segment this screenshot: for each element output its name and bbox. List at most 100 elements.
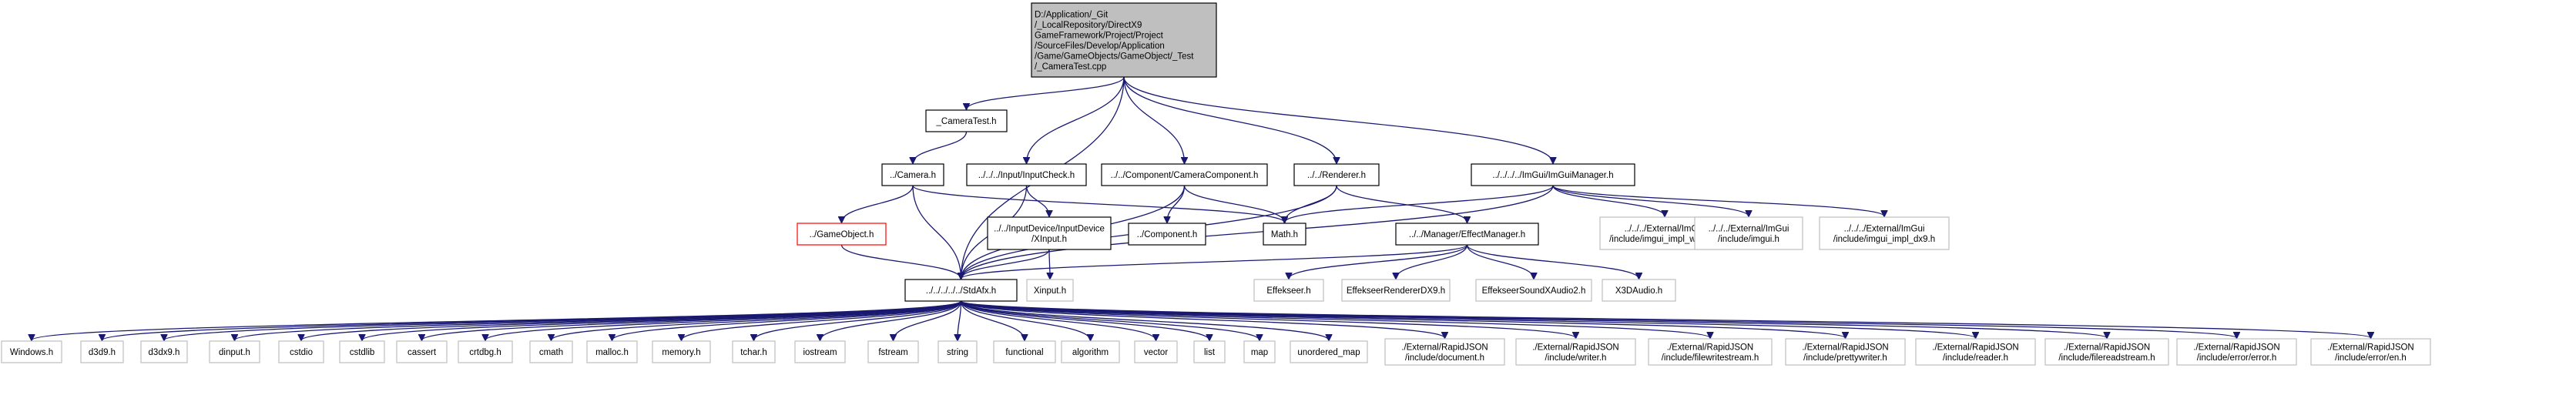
node-label: /include/error/error.h	[2197, 353, 2277, 363]
node-rj-en-h[interactable]: ./External/RapidJSON/include/error/en.h	[2310, 338, 2431, 366]
node-list[interactable]: list	[1193, 340, 1226, 363]
node-cstdio[interactable]: cstdio	[278, 340, 324, 363]
node-component-h[interactable]: ../Component.h	[1128, 223, 1206, 246]
node-xinput-h[interactable]: Xinput.h	[1026, 279, 1074, 302]
node-cameracomponent-h[interactable]: ../../Component/CameraComponent.h	[1101, 163, 1268, 186]
node-memory-h[interactable]: memory.h	[652, 340, 711, 363]
edge-stdafx_h-to-algorithm	[960, 300, 1091, 340]
node-string[interactable]: string	[937, 340, 978, 363]
node-crtdbg-h[interactable]: crtdbg.h	[458, 340, 513, 363]
node-inputcheck-h[interactable]: ../../../Input/InputCheck.h	[966, 163, 1087, 186]
node-box	[1290, 340, 1368, 363]
node-iostream[interactable]: iostream	[794, 340, 846, 363]
node-imgui-dx9-h[interactable]: ../../../External/ImGui/include/imgui_im…	[1819, 216, 1950, 250]
edge-stdafx_h-to-rj_en_h	[960, 300, 2371, 338]
edge-root-to-imguimanager_h	[1123, 76, 1553, 163]
node-d3dx9-h[interactable]: d3dx9.h	[140, 340, 188, 363]
edge-cameracomponent_h-to-math_h	[1183, 185, 1285, 223]
edge-stdafx_h-to-cmath	[552, 300, 962, 340]
node-label: /Game/GameObjects/GameObject/_Test	[1035, 52, 1194, 61]
node-box	[966, 163, 1087, 186]
node-windows-h[interactable]: Windows.h	[1, 340, 62, 363]
node-box	[1193, 340, 1226, 363]
node-dinput-h[interactable]: dinput.h	[209, 340, 260, 363]
node-label: ./External/RapidJSON	[2064, 343, 2151, 352]
edge-effectmanager_h-to-effekseer_h	[1289, 244, 1468, 279]
node-box	[652, 340, 711, 363]
node-box	[1819, 216, 1950, 250]
node-xinput-dev-h[interactable]: ../../InputDevice/InputDevice/XInput.h	[987, 216, 1112, 250]
node-label: vector	[1144, 348, 1168, 357]
node-effectmanager-h[interactable]: ../../Manager/EffectManager.h	[1395, 223, 1539, 246]
node-effekseerdx9-h[interactable]: EffekseerRendererDX9.h	[1341, 279, 1451, 302]
node-rj-reader-h[interactable]: ./External/RapidJSON/include/reader.h	[1915, 338, 2036, 366]
node-box	[937, 340, 978, 363]
node-label: fstream	[878, 348, 907, 357]
node-effekseer-h[interactable]: Effekseer.h	[1253, 279, 1324, 302]
edge-cameratest_h-to-camera_h	[913, 131, 968, 163]
node-renderer-h[interactable]: ../../Renderer.h	[1293, 163, 1380, 186]
node-label: algorithm	[1072, 348, 1109, 357]
edge-imguimanager_h-to-math_h	[1285, 185, 1554, 223]
edge-imguimanager_h-to-imgui_win32_h	[1552, 185, 1665, 216]
node-box	[1395, 223, 1539, 246]
node-box	[140, 340, 188, 363]
node-imguimanager-h[interactable]: ../../../../ImGui/ImGuiManager.h	[1471, 163, 1635, 186]
node-label: Windows.h	[10, 348, 53, 357]
node-camera-h[interactable]: ../Camera.h	[881, 163, 944, 186]
node-tchar-h[interactable]: tchar.h	[732, 340, 776, 363]
edge-stdafx_h-to-memory_h	[682, 300, 962, 340]
node-malloc-h[interactable]: malloc.h	[586, 340, 638, 363]
node-label: ./External/RapidJSON	[1802, 343, 1889, 352]
node-box	[881, 163, 944, 186]
node-cmath[interactable]: cmath	[529, 340, 573, 363]
node-box	[1471, 163, 1635, 186]
node-label: Math.h	[1271, 230, 1298, 239]
edge-stdafx_h-to-list	[960, 300, 1210, 340]
node-box	[1341, 279, 1451, 302]
node-algorithm[interactable]: algorithm	[1061, 340, 1120, 363]
node-gameobject-h[interactable]: ../GameObject.h	[797, 223, 887, 246]
node-label: /include/imgui_impl_win32.h	[1609, 235, 1720, 244]
node-rj-error-h[interactable]: ./External/RapidJSON/include/error/error…	[2176, 338, 2297, 366]
node-rj-filereadstream-h[interactable]: ./External/RapidJSON/include/filereadstr…	[2044, 338, 2169, 366]
node-box	[2176, 338, 2297, 366]
node-cassert[interactable]: cassert	[396, 340, 448, 363]
node-label: /_LocalRepository/DirectX9	[1035, 21, 1142, 30]
node-vector[interactable]: vector	[1134, 340, 1178, 363]
node-fstream[interactable]: fstream	[867, 340, 919, 363]
node-rj-prettywriter-h[interactable]: ./External/RapidJSON/include/prettywrite…	[1785, 338, 1906, 366]
node-imgui-h[interactable]: ../../../External/ImGui/include/imgui.h	[1694, 216, 1803, 250]
edge-renderer_h-to-math_h	[1285, 185, 1337, 223]
node-label: ../../../External/ImGui	[1709, 224, 1789, 233]
node-box	[1263, 223, 1306, 246]
node-unordered-map[interactable]: unordered_map	[1290, 340, 1368, 363]
node-box	[278, 340, 324, 363]
edge-imguimanager_h-to-imgui_h	[1552, 185, 1749, 216]
node-root[interactable]: D:/Application/_Git/_LocalRepository/Dir…	[1031, 2, 1217, 78]
node-box	[1475, 279, 1592, 302]
node-rj-writer-h[interactable]: ./External/RapidJSON/include/writer.h	[1515, 338, 1636, 366]
node-box	[1515, 338, 1636, 366]
node-map[interactable]: map	[1243, 340, 1276, 363]
node-stdafx-h[interactable]: ../../../../../StdAfx.h	[904, 279, 1018, 302]
node-effekseerxa2-h[interactable]: EffekseerSoundXAudio2.h	[1475, 279, 1592, 302]
edge-stdafx_h-to-fstream	[894, 300, 962, 340]
node-rj-document-h[interactable]: ./External/RapidJSON/include/document.h	[1384, 338, 1505, 366]
node-box	[1648, 338, 1773, 366]
edge-stdafx_h-to-d3dx9_h	[164, 300, 962, 340]
edge-stdafx_h-to-rj_writer_h	[960, 300, 1576, 338]
node-math-h[interactable]: Math.h	[1263, 223, 1306, 246]
node-label: ../../Manager/EffectManager.h	[1409, 230, 1525, 239]
node-x3daudio-h[interactable]: X3DAudio.h	[1602, 279, 1676, 302]
node-functional[interactable]: functional	[993, 340, 1056, 363]
node-label: ./External/RapidJSON	[1667, 343, 1754, 352]
edge-root-to-cameracomponent_h	[1123, 76, 1185, 163]
node-label: ./External/RapidJSON	[2193, 343, 2280, 352]
node-cstdlib[interactable]: cstdlib	[339, 340, 385, 363]
node-rj-filewritestream-h[interactable]: ./External/RapidJSON/include/filewritest…	[1648, 338, 1773, 366]
edge-imguimanager_h-to-imgui_dx9_h	[1552, 185, 1884, 216]
node-d3d9-h[interactable]: d3d9.h	[80, 340, 124, 363]
node-cameratest-h[interactable]: _CameraTest.h	[925, 109, 1008, 132]
